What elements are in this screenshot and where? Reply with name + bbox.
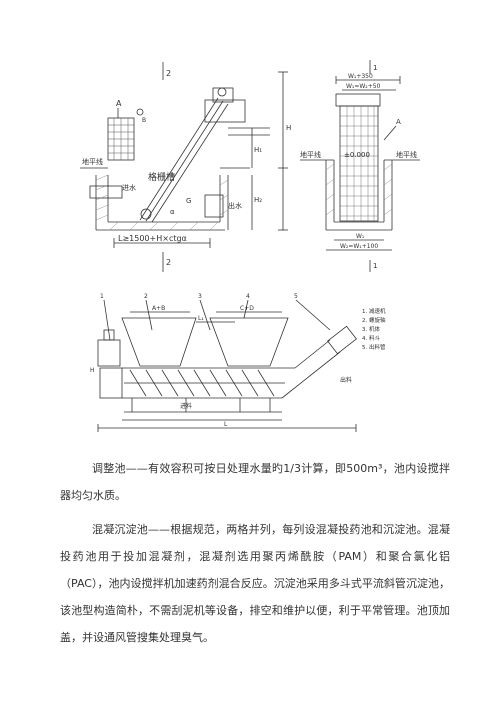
f1-dim-l: L≥1500+H×ctgα [118, 234, 187, 243]
f1-section-marker-bottom: 2 [166, 258, 171, 267]
paragraph-adjustment-tank: 调整池——有效容积可按日处理水量旳1/3计算，即500m³，池内设搅拌器均匀水质… [60, 462, 450, 502]
f1-label-alpha: α [170, 208, 175, 216]
f2-dim-l: L [224, 421, 228, 428]
f1-dim-h: H [286, 124, 291, 132]
technical-drawings: 2 A B 地平线 格栅槽 进水 出水 α G H₁ H H₂ L≥1500+H… [80, 60, 420, 432]
f1s-section-marker: 1 [373, 64, 377, 72]
f2-callout-1: 1 [100, 293, 104, 300]
f2-label-in: 进料 [180, 402, 192, 410]
f1s-dim-top: W₁+350 [348, 73, 373, 80]
f1s-label-a: A [396, 118, 401, 126]
f1-grid-channel: 格栅槽 [148, 171, 175, 183]
f2-callout-2: 2 [144, 293, 148, 300]
f2-dim-cd: C+D [240, 305, 254, 312]
f2-dim-ab: A+B [152, 305, 165, 312]
detail-mesh [108, 118, 134, 160]
f2-callout-5: 5 [294, 293, 298, 300]
side-wall-hatching [325, 163, 393, 216]
f1-section-marker: 2 [166, 69, 171, 78]
f1-water-out: 出水 [228, 201, 242, 210]
f1-label-b: B [142, 117, 146, 124]
f2-label-out: 出料 [340, 376, 352, 384]
f1s-ground-left: 地平线 [300, 150, 321, 159]
f1-water-in: 进水 [122, 183, 136, 192]
f2-callout-3: 3 [198, 293, 202, 300]
legend-item: 2. 螺旋轴 [362, 316, 386, 324]
f2-legend: 1. 减速机 2. 螺旋轴 3. 机体 4. 料斗 5. 出料管 [362, 307, 386, 351]
f2-dim-l1: L₁ [198, 315, 204, 322]
f2-callout-4: 4 [246, 293, 250, 300]
legend-item: 4. 料斗 [362, 334, 380, 342]
f1s-dim-bottom: W₁ [356, 233, 365, 240]
f1-dim-h2: H₂ [254, 196, 262, 204]
screw-conveyor-drawing [97, 299, 357, 432]
wall-hatching [95, 174, 229, 231]
legend-item: 1. 减速机 [362, 307, 386, 315]
f1-ground-line: 地平线 [82, 157, 103, 166]
f1s-ground-right: 地平线 [396, 150, 417, 159]
f1s-section-marker-bottom: 1 [373, 262, 377, 270]
legend-item: 3. 机体 [362, 325, 380, 333]
f1s-dim-top2: W₁=W₂+50 [346, 83, 381, 90]
f1-label-a: A [116, 99, 122, 108]
f2-label-h: H [90, 367, 95, 374]
f1s-elevation: ±0.000 [344, 151, 370, 159]
f1s-dim-bottom2: W₂=W₁+100 [340, 243, 378, 250]
side-screen-grid [340, 106, 378, 221]
f1-dim-h1: H₁ [254, 146, 262, 154]
legend-item: 5. 出料管 [362, 343, 386, 351]
f1-label-g: G [186, 197, 191, 205]
screen-side-view [300, 60, 420, 272]
paragraph-coagulation-tank: 混凝沉淀池——根据规范，两格并列，每列设混凝投药池和沉淀池。混凝投药池用于投加混… [60, 523, 450, 644]
